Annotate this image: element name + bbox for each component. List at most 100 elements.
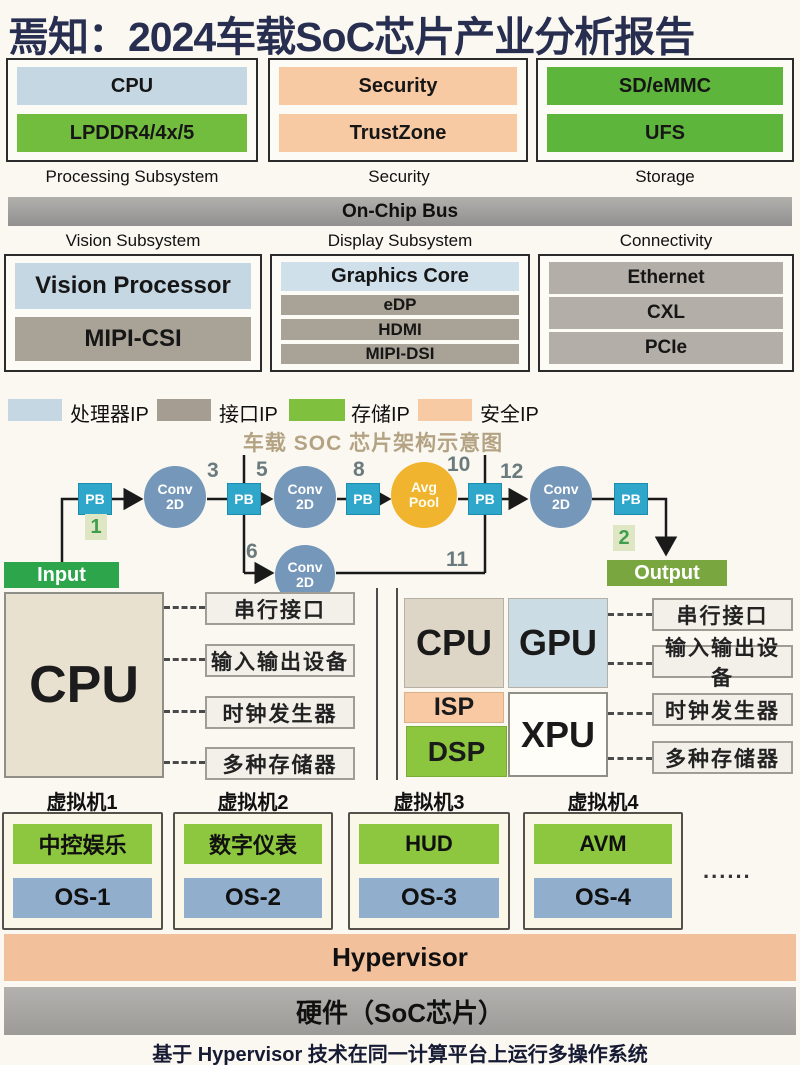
edp-block: eDP	[281, 295, 519, 316]
display-subsystem-label: Display Subsystem	[327, 231, 473, 250]
vm4-card: AVM OS-4	[523, 812, 683, 930]
pb-node-3: PB	[346, 483, 380, 515]
dashed-connector	[608, 662, 652, 665]
dashed-connector	[164, 710, 205, 713]
hardware-bar: 硬件（SoC芯片）	[4, 987, 796, 1035]
security-subsystem-card: Security TrustZone	[268, 58, 528, 162]
right-peripheral-memory: 多种存储器	[652, 741, 793, 774]
left-cpu-block: CPU	[4, 592, 164, 778]
right-gpu-block: GPU	[508, 598, 608, 688]
vm3-card: HUD OS-3	[348, 812, 510, 930]
ethernet-block: Ethernet	[549, 262, 783, 294]
left-peripheral-serial: 串行接口	[205, 592, 355, 625]
vm4-label: 虚拟机4	[567, 792, 639, 814]
right-cpu-block: CPU	[404, 598, 504, 688]
vm2-card: 数字仪表 OS-2	[173, 812, 333, 930]
conv2d-node-1: Conv 2D	[144, 466, 206, 528]
dashed-connector	[608, 613, 652, 616]
dashed-connector	[608, 757, 652, 760]
footnote: 基于 Hypervisor 技术在同一计算平台上运行多操作系统	[152, 1043, 648, 1065]
page-title: 焉知：2024车载SoC芯片产业分析报告	[8, 14, 695, 60]
security-subsystem-label: Security	[368, 167, 430, 186]
pb-node-4: PB	[468, 483, 502, 515]
right-isp-block: ISP	[404, 692, 504, 723]
vm1-card: 中控娱乐 OS-1	[2, 812, 163, 930]
edge-number-5: 5	[256, 458, 268, 481]
connectivity-card: Ethernet CXL PCIe	[538, 254, 794, 372]
storage-subsystem-card: SD/eMMC UFS	[536, 58, 794, 162]
vision-subsystem-card: Vision Processor MIPI-CSI	[4, 254, 262, 372]
security-block: Security	[279, 67, 517, 105]
trustzone-block: TrustZone	[279, 114, 517, 152]
legend-swatch-processor-ip	[8, 399, 62, 421]
left-peripheral-io: 输入输出设备	[205, 644, 355, 677]
left-peripheral-memory: 多种存储器	[205, 747, 355, 780]
display-subsystem-card: Graphics Core eDP HDMI MIPI-DSI	[270, 254, 530, 372]
input-node: Input	[4, 562, 119, 588]
connectivity-label: Connectivity	[619, 231, 713, 250]
output-node: Output	[607, 560, 727, 586]
vm1-app-block: 中控娱乐	[13, 824, 152, 864]
vm3-os-block: OS-3	[359, 878, 499, 918]
divider-line	[396, 588, 398, 780]
vm4-os-block: OS-4	[534, 878, 672, 918]
legend-label-security-ip: 安全IP	[480, 404, 539, 426]
divider-line	[376, 588, 378, 780]
on-chip-bus-bar: On-Chip Bus	[8, 197, 792, 226]
edge-number-3: 3	[207, 459, 219, 482]
right-peripheral-io: 输入输出设备	[652, 637, 793, 690]
left-peripheral-clock: 时钟发生器	[205, 696, 355, 729]
mipi-csi-block: MIPI-CSI	[15, 317, 251, 361]
vm1-label: 虚拟机1	[46, 792, 118, 814]
edge-number-2: 2	[613, 525, 635, 551]
right-peripheral-clock: 时钟发生器	[652, 693, 793, 726]
architecture-caption: 车载 SOC 芯片架构示意图	[242, 432, 504, 455]
right-peripheral-serial: 串行接口	[652, 598, 793, 631]
avg-pool-node: Avg Pool	[391, 462, 457, 528]
pb-node-2: PB	[227, 483, 261, 515]
dashed-connector	[164, 761, 205, 764]
edge-number-6: 6	[246, 540, 258, 563]
vm4-app-block: AVM	[534, 824, 672, 864]
more-vms-ellipsis: ......	[703, 858, 752, 883]
processing-subsystem-card: CPU LPDDR4/4x/5	[6, 58, 258, 162]
vision-processor-block: Vision Processor	[15, 263, 251, 309]
graphics-core-block: Graphics Core	[281, 262, 519, 292]
legend-label-storage-ip: 存储IP	[351, 404, 410, 426]
conv2d-node-2: Conv 2D	[274, 466, 336, 528]
vm2-label: 虚拟机2	[217, 792, 289, 814]
legend-swatch-interface-ip	[157, 399, 211, 421]
hdmi-block: HDMI	[281, 319, 519, 340]
legend-label-processor-ip: 处理器IP	[70, 404, 149, 426]
edge-number-11: 11	[446, 548, 469, 571]
edge-number-8: 8	[353, 458, 365, 481]
legend-label-interface-ip: 接口IP	[219, 404, 278, 426]
vm3-app-block: HUD	[359, 824, 499, 864]
dashed-connector	[164, 606, 205, 609]
vm1-os-block: OS-1	[13, 878, 152, 918]
dashed-connector	[164, 658, 205, 661]
vision-subsystem-label: Vision Subsystem	[65, 231, 201, 250]
ufs-block: UFS	[547, 114, 783, 152]
sd-emmc-block: SD/eMMC	[547, 67, 783, 105]
cpu-block: CPU	[17, 67, 247, 105]
dashed-connector	[608, 712, 652, 715]
lpddr-block: LPDDR4/4x/5	[17, 114, 247, 152]
legend-swatch-security-ip	[418, 399, 472, 421]
vm2-os-block: OS-2	[184, 878, 322, 918]
storage-subsystem-label: Storage	[635, 167, 695, 186]
processing-subsystem-label: Processing Subsystem	[45, 167, 219, 186]
mipi-dsi-block: MIPI-DSI	[281, 343, 519, 365]
vm2-app-block: 数字仪表	[184, 824, 322, 864]
pb-node-1: PB	[78, 483, 112, 515]
legend-swatch-storage-ip	[289, 399, 345, 421]
vm3-label: 虚拟机3	[393, 792, 465, 814]
cxl-block: CXL	[549, 297, 783, 329]
right-dsp-block: DSP	[406, 726, 507, 777]
pcie-block: PCIe	[549, 332, 783, 364]
right-xpu-block: XPU	[508, 692, 608, 777]
hypervisor-bar: Hypervisor	[4, 934, 796, 981]
pb-node-5: PB	[614, 483, 648, 515]
edge-number-10: 10	[447, 453, 471, 476]
